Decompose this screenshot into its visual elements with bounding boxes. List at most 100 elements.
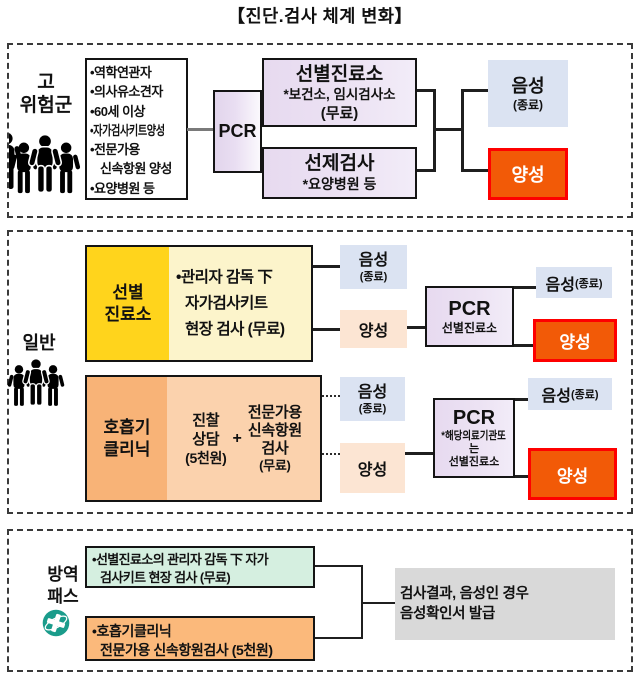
result-line: 음성확인서 발급 xyxy=(400,606,496,622)
connector-line xyxy=(315,565,363,567)
pass-label-line1: 방역 xyxy=(47,564,79,584)
section-general xyxy=(7,230,633,514)
connector-line xyxy=(417,89,434,92)
connector-line xyxy=(313,328,340,331)
test-line: (무료) xyxy=(259,457,291,473)
s2-r1-negative-box: 음성 (종료) xyxy=(340,245,407,289)
consult-line: 상담 xyxy=(192,430,220,448)
pcr-label: PCR xyxy=(452,407,496,429)
connector-line xyxy=(515,475,528,478)
criteria-item: •요양병원 등 xyxy=(90,180,155,196)
connector-line xyxy=(514,286,536,289)
s2-respiratory-box: 호흡기 클리닉 진찰 상담 (5천원) + 전문가용 신속항원 검사 (무료) xyxy=(85,375,322,502)
s2-r2-negative-box: 음성 (종료) xyxy=(340,377,405,421)
connector-line-dotted xyxy=(322,453,340,455)
screening-title: 선별진료소 xyxy=(295,63,384,85)
criteria-item: •자가검사키트양성 xyxy=(90,122,165,138)
s1-positive-box: 양성 xyxy=(488,148,568,200)
connector-line xyxy=(433,89,436,172)
connector-line-dotted xyxy=(322,395,340,397)
pcr-sub: 선별진료소 xyxy=(448,456,500,468)
positive-label: 양성 xyxy=(358,323,389,340)
negative-sub: (종료) xyxy=(512,97,544,112)
s3-result-box: 검사결과, 음성인 경우 음성확인서 발급 xyxy=(395,568,615,640)
pcr-sub: 선별진료소 xyxy=(441,320,498,335)
s1-negative-box: 음성 (종료) xyxy=(488,60,568,127)
pcr-label: PCR xyxy=(218,121,257,141)
section-high-risk xyxy=(7,43,633,218)
people-icon-high-risk xyxy=(9,133,81,194)
s2-screening-box: 선별 진료소 •관리자 감독 下 자가검사키트 현장 검사 (무료) xyxy=(85,245,313,362)
negative-label: 음성 xyxy=(358,251,389,269)
negative-sub: (종료) xyxy=(359,270,388,283)
consult-line: 진찰 xyxy=(192,411,220,429)
test-line: 전문가용 xyxy=(247,403,302,421)
high-risk-label-line1: 고 xyxy=(37,71,55,93)
s2-clinic-left2: 클리닉 xyxy=(103,439,151,459)
pass-label-line2: 패스 xyxy=(47,586,79,606)
negative-label: 음성 xyxy=(545,276,575,294)
plus-sign: + xyxy=(232,429,242,447)
connector-line xyxy=(461,89,464,172)
s2-r2-positive-mid-box: 양성 xyxy=(340,443,405,493)
connector-line xyxy=(407,326,425,329)
connector-line xyxy=(514,344,535,347)
s2-r2-negative-final-box: 음성(종료) xyxy=(528,378,612,410)
s2-screening-left2: 진료소 xyxy=(104,304,152,324)
criteria-item: •60세 이상 xyxy=(90,103,146,119)
connector-line xyxy=(463,89,488,92)
s1-screening-box: 선별진료소 *보건소, 임시검사소 (무료) xyxy=(262,58,417,127)
s1-preemptive-box: 선제검사 *요양병원 등 xyxy=(262,147,417,199)
positive-label: 양성 xyxy=(357,462,388,479)
s2-r1-pcr-box: PCR 선별진료소 xyxy=(425,286,514,347)
criteria-item: •의사유소견자 xyxy=(90,84,163,100)
general-label: 일반 xyxy=(22,333,56,353)
s2-r1-positive-final-box: 양성 xyxy=(533,319,617,362)
s2-screening-left1: 선별 xyxy=(112,282,144,302)
s3-box2-line: 전문가용 신속항원검사 (5천원) xyxy=(100,641,273,658)
s2-desc-line: 자가검사키트 xyxy=(185,294,268,312)
connector-line xyxy=(515,398,528,401)
s3-clinic-box: •호흡기클리닉 전문가용 신속항원검사 (5천원) xyxy=(85,616,315,661)
connector-line xyxy=(405,452,433,455)
test-line: 신속항원 xyxy=(247,421,302,439)
pcr-label: PCR xyxy=(448,297,491,320)
result-line: 검사결과, 음성인 경우 xyxy=(400,586,529,602)
connector-line xyxy=(435,128,463,131)
negative-sub: (종료) xyxy=(358,402,387,415)
s2-r1-positive-mid-box: 양성 xyxy=(340,310,407,348)
positive-label: 양성 xyxy=(511,165,545,185)
positive-label: 양성 xyxy=(559,333,591,352)
connector-line xyxy=(313,265,340,268)
connector-line xyxy=(463,169,488,172)
s2-r2-positive-final-box: 양성 xyxy=(528,448,617,500)
s2-r2-pcr-box: PCR *해당의료기관또 는 선별진료소 xyxy=(433,398,515,478)
consult-line: (5천원) xyxy=(185,449,227,466)
s3-box2-line: •호흡기클리닉 xyxy=(92,623,172,639)
s2-desc-line: 현장 검사 (무료) xyxy=(185,320,285,338)
s2-r1-negative-final-box: 음성(종료) xyxy=(536,267,612,298)
criteria-item: •전문가용 xyxy=(90,142,140,158)
pcr-sub: 는 xyxy=(468,443,480,455)
test-line: 검사 xyxy=(261,439,289,457)
criteria-item: 신속항원 양성 xyxy=(100,161,172,177)
screening-sub-free: (무료) xyxy=(320,104,359,122)
pcr-sub: *해당의료기관또 xyxy=(441,430,507,442)
s1-criteria-box: •역학연관자 •의사유소견자 •60세 이상 •자가검사키트양성 •전문가용 신… xyxy=(85,58,188,200)
s3-box1-line: •선별진료소의 관리자 감독 下 자가 xyxy=(92,552,269,567)
s3-box1-line: 검사키트 현장 검사 (무료) xyxy=(100,569,231,585)
negative-label: 음성 xyxy=(511,75,545,96)
negative-label: 음성 xyxy=(357,383,388,401)
connector-line xyxy=(187,128,214,131)
s2-desc-line: •관리자 감독 下 xyxy=(176,268,273,286)
preemptive-title: 선제검사 xyxy=(304,153,375,174)
page-title: 【진단.검사 체계 변화】 xyxy=(227,6,413,26)
quarantine-pass-icon xyxy=(42,609,70,637)
negative-label: 음성 xyxy=(541,388,571,405)
s1-pcr-box: PCR xyxy=(213,90,262,173)
criteria-item: •역학연관자 xyxy=(90,65,152,80)
positive-label: 양성 xyxy=(556,466,589,486)
s2-clinic-left1: 호흡기 xyxy=(103,417,151,437)
preemptive-sub: *요양병원 등 xyxy=(302,176,377,192)
